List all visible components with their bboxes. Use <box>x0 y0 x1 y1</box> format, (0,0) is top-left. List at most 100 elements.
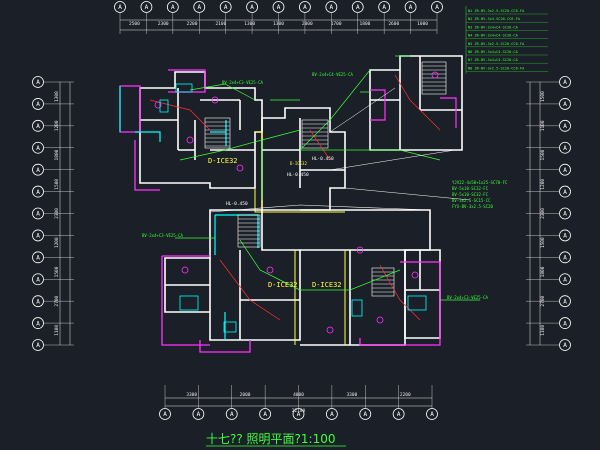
right-axis-4-label: A <box>563 167 567 174</box>
top-dimension-0: 2500 <box>129 21 140 27</box>
left-dimension-3: 1500 <box>54 179 60 190</box>
left-axis-10-circle <box>32 295 44 308</box>
note-line-3: BV-3x2.5-SC15-CC <box>452 198 491 203</box>
bottom-axis-4-circle <box>292 408 305 420</box>
floor-plan <box>119 55 480 353</box>
drawing-title-block: 十七?? 照明平面?1:100 <box>206 432 346 447</box>
stair-upper-center <box>301 119 329 149</box>
left-dimension-1: 1200 <box>54 120 60 131</box>
top-dimension-1: 2300 <box>158 21 169 27</box>
left-axis-9-label: A <box>36 276 40 283</box>
right-axis-1-circle <box>559 98 571 110</box>
annotation-level-2: HL-0.450 <box>312 156 334 162</box>
bottom-axis-2-label: A <box>230 411 234 418</box>
right-axis-11-label: A <box>563 320 567 327</box>
note-line-1: BV-5x10-SC32-FC <box>452 186 489 191</box>
top-axis-2-label: A <box>171 4 175 11</box>
top-axis-7-label: A <box>303 4 307 11</box>
annotation-level-1: HL-0.450 <box>226 201 248 207</box>
left-axis-3-circle <box>32 141 44 154</box>
room-label-upper-core: D-ICE32 <box>290 161 307 166</box>
left-axis-5-label: A <box>36 189 40 196</box>
bottom-axis-3-circle <box>259 408 272 420</box>
left-axis-12-circle <box>32 339 44 351</box>
top-axis-0-circle <box>114 1 126 13</box>
top-dimension-2: 2200 <box>187 21 198 27</box>
annotation-circuit-4: BV-2x4+C4-VE25-CA <box>312 72 354 77</box>
bottom-axis-7-circle <box>392 408 405 420</box>
legend-line-6: N7 ZR-BV-3x4+C4-SC20-CA <box>468 58 519 62</box>
notes-block: YJV22-4x50+1x25-SC70-FCBV-5x10-SC32-FCBV… <box>452 180 508 209</box>
bottom-axis-6-label: A <box>363 411 367 418</box>
top-axis-8-label: A <box>330 4 334 11</box>
stair-lower-left <box>237 214 261 248</box>
right-axis-0-label: A <box>563 79 567 86</box>
lower-right-balcony <box>359 261 441 346</box>
left-dimension-2: 1800 <box>54 149 60 160</box>
note-line-4: FYX-BV-3x2.5-SC20 <box>452 204 494 209</box>
legend-line-5: N6 ZR-BV-3x4+C4-SC20-CA <box>468 50 519 54</box>
left-axis-12-label: A <box>36 342 40 349</box>
annotation-circuit-1: BV-2x4+C3-VE25-CA <box>222 80 264 85</box>
top-axis-1-label: A <box>145 4 149 11</box>
left-axis-9-circle <box>32 273 44 286</box>
top-axis-9-circle <box>351 1 364 13</box>
annotation-circuit-2: BV-2x4+C3-VE25-CA <box>142 233 184 238</box>
right-axis-8-label: A <box>563 255 567 262</box>
right-dimension-3: 1200 <box>540 179 546 190</box>
right-axis-3-circle <box>559 141 571 154</box>
stair-upper-left <box>204 117 231 149</box>
bottom-dimension-0: 3300 <box>186 392 197 398</box>
note-line-0: YJV22-4x50+1x25-SC70-FC <box>452 180 508 185</box>
left-dimension-5: 1200 <box>54 237 60 248</box>
right-axis-7-label: A <box>563 233 567 240</box>
top-axis-3-circle <box>193 1 206 13</box>
top-axis-12-circle <box>431 1 443 13</box>
right-axis-10-label: A <box>563 298 567 305</box>
top-dimension-6: 2000 <box>302 21 313 27</box>
left-axis-6-circle <box>32 207 44 220</box>
left-dimension-8: 1100 <box>54 325 60 336</box>
right-axis-10-circle <box>559 295 571 308</box>
right-axis-5-circle <box>559 185 571 198</box>
right-axis-0-circle <box>559 76 571 88</box>
left-axis-8-circle <box>32 251 44 264</box>
right-dimension-0: 1500 <box>540 91 546 102</box>
lower-center-yellow <box>294 250 346 345</box>
right-axis-4-circle <box>559 163 571 176</box>
right-dimension-7: 2700 <box>540 295 546 306</box>
upper-right-balcony <box>370 89 457 128</box>
right-axis-7-circle <box>559 229 571 242</box>
left-dimension-4: 2300 <box>54 208 60 219</box>
top-dimension-10: 1000 <box>417 21 428 27</box>
bottom-axis-4-label: A <box>297 411 301 418</box>
bottom-axis-3-label: A <box>263 411 267 418</box>
right-axis-6-circle <box>559 207 571 220</box>
right-axis-2-label: A <box>563 123 567 130</box>
top-axis-11-circle <box>404 1 417 13</box>
left-axis-11-circle <box>32 317 44 329</box>
top-dimension-4: 1300 <box>244 21 255 27</box>
top-axis-0-label: A <box>118 4 122 11</box>
top-axis-3-label: A <box>197 4 201 11</box>
right-dimension-2: 1500 <box>540 149 546 160</box>
right-dimension-chain: AAAAAAAAAAAAA150011001500120023001500180… <box>526 76 571 351</box>
top-dimension-8: 1800 <box>360 21 371 27</box>
right-axis-11-circle <box>559 317 571 329</box>
upper-left-cyan-walls <box>119 86 227 146</box>
light-fixtures <box>154 71 439 334</box>
left-axis-11-label: A <box>36 320 40 327</box>
roof-projection-lines <box>209 204 431 250</box>
legend-line-4: N5 ZR-BV-3x2.5-SC20-CC6-FA <box>468 42 525 46</box>
room-label-lower-center: D-ICE32 <box>312 281 342 289</box>
cad-annotations: BV-2x4+C3-VE25-CA BV-2x4+C3-VE25-CA BV-2… <box>142 72 489 300</box>
note-line-2: BV-5x10-SC32-FC <box>452 192 489 197</box>
left-axis-2-label: A <box>36 123 40 130</box>
left-dimension-chain: AAAAAAAAAAAAA130012001800150023001200150… <box>32 76 74 351</box>
left-dimension-0: 1300 <box>54 91 60 102</box>
bottom-total-dimension: 22100 <box>292 408 306 414</box>
top-axis-10-label: A <box>382 4 386 11</box>
left-axis-5-circle <box>32 185 44 198</box>
top-dimension-9: 2600 <box>388 21 399 27</box>
